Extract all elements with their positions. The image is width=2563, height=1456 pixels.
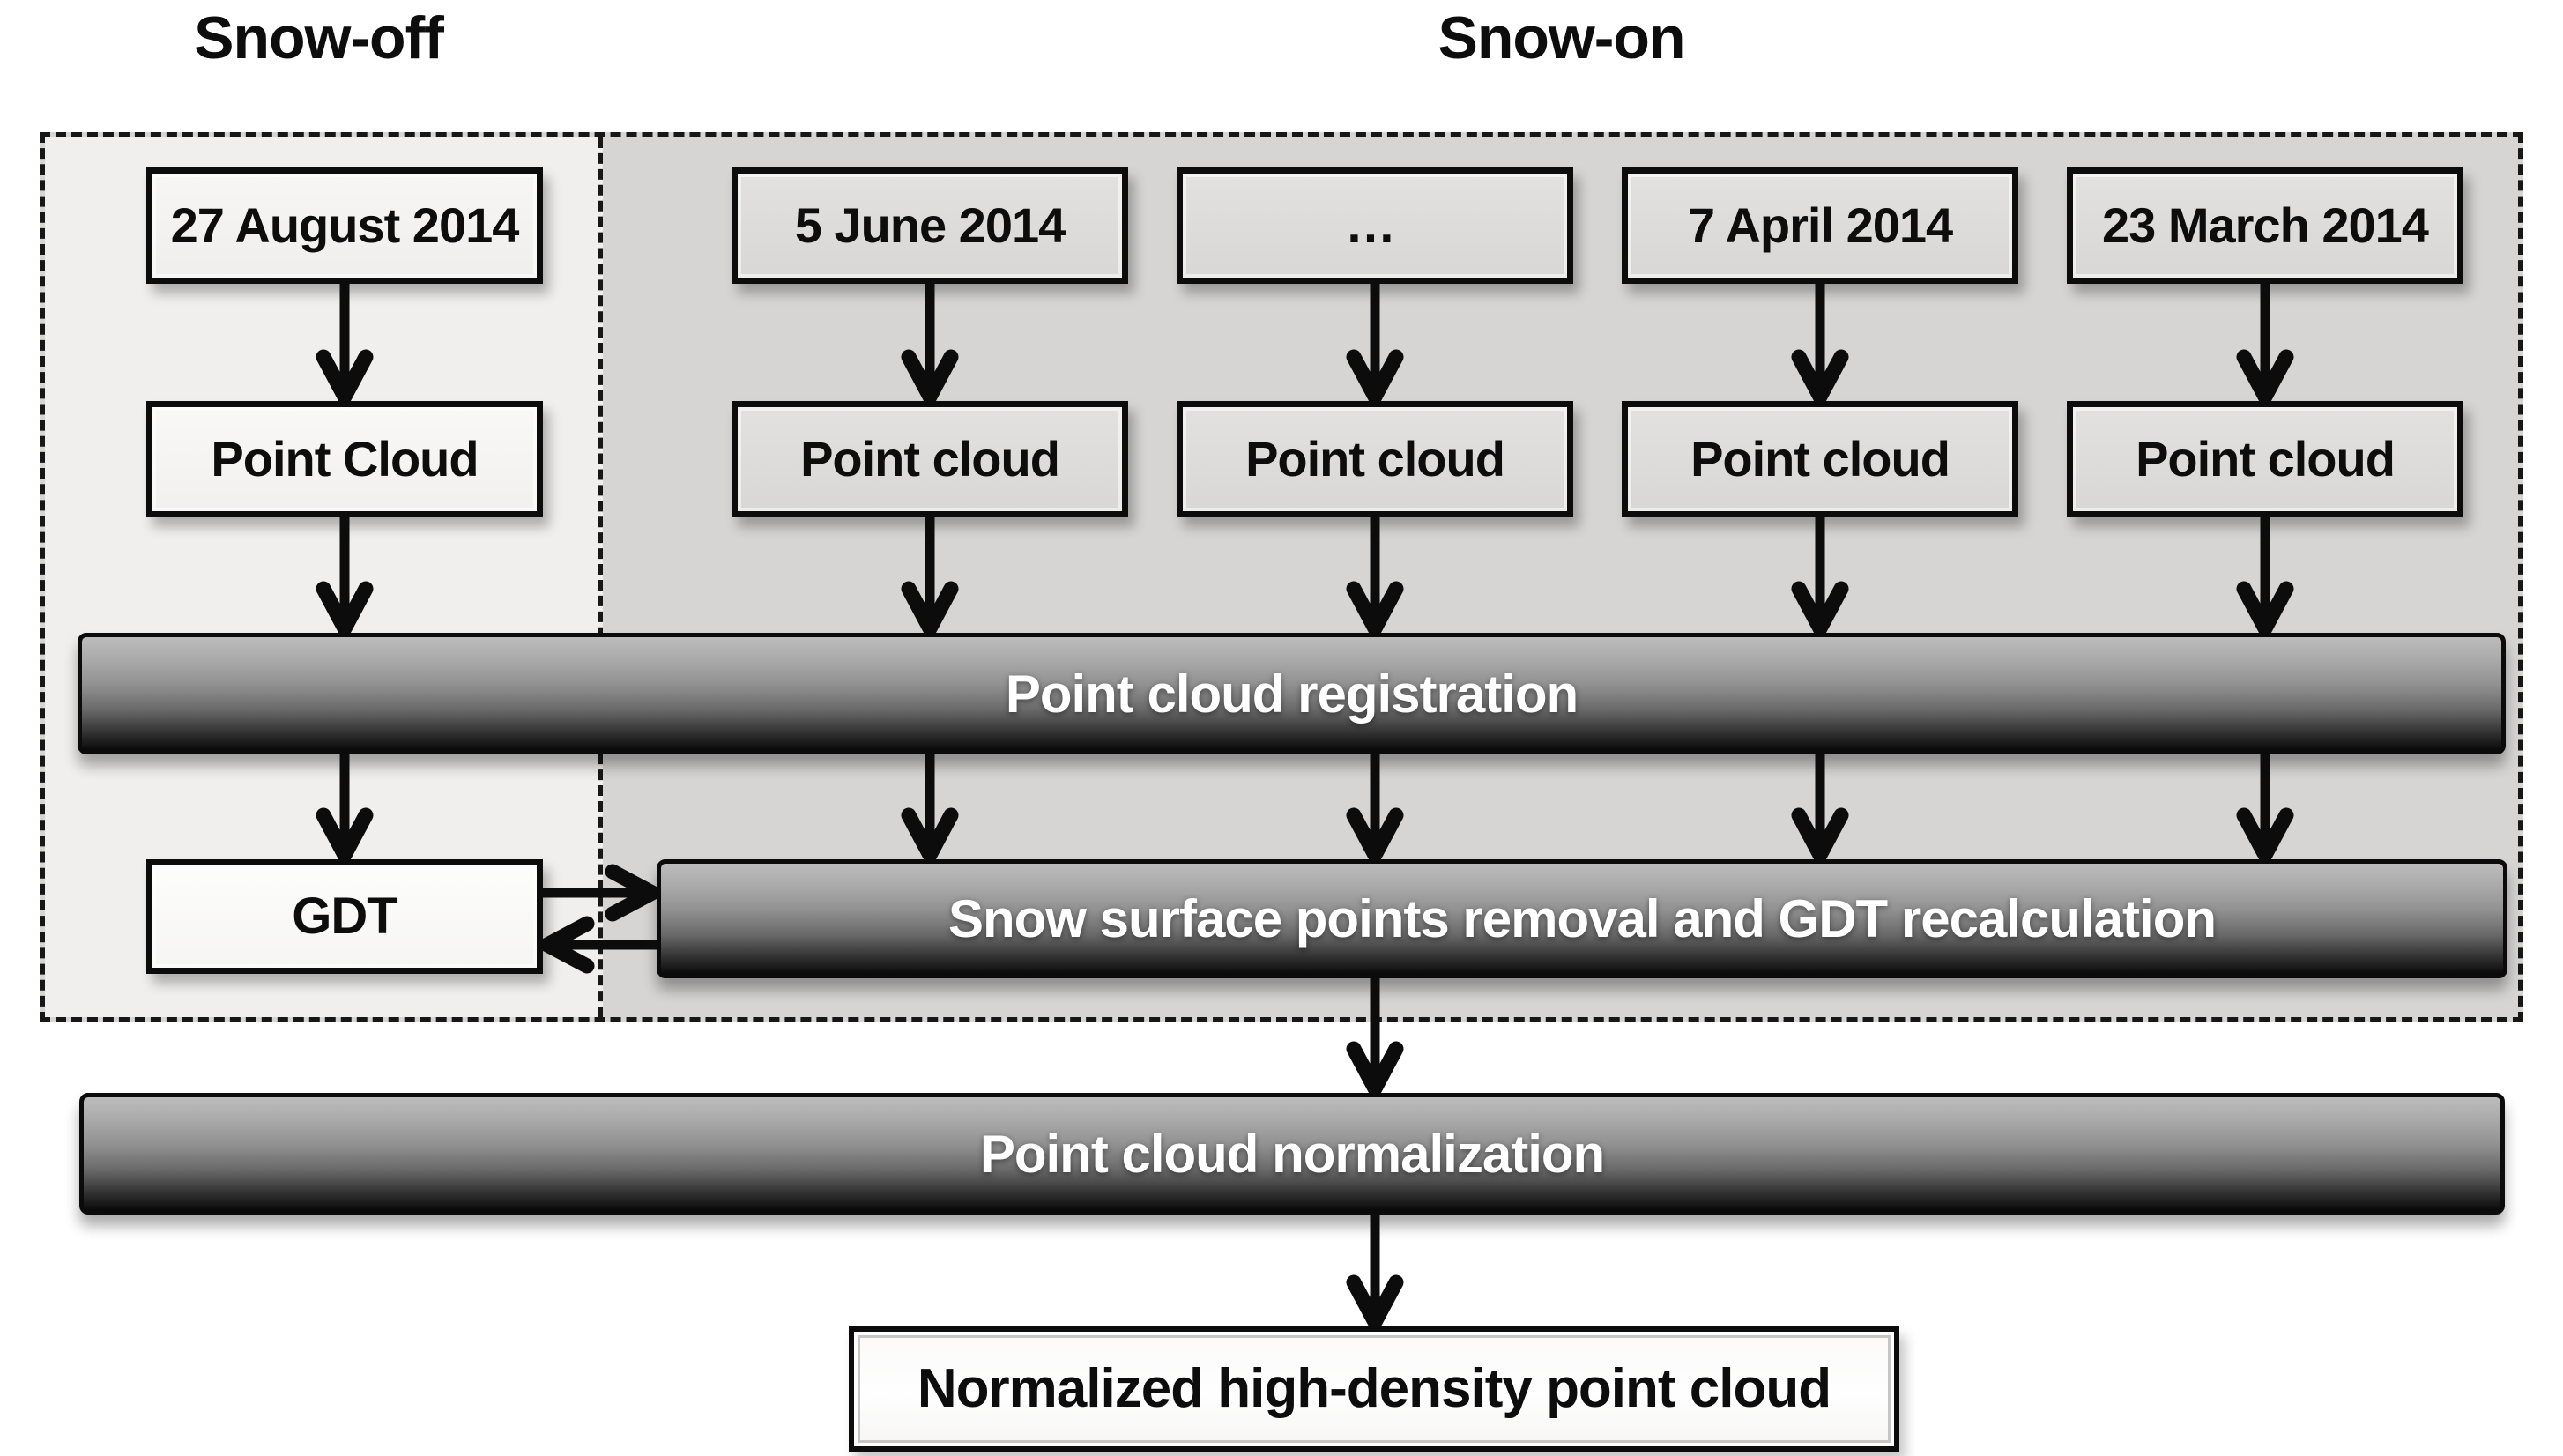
arrow-date-to-cloud-1 — [314, 284, 375, 401]
arrow-date-to-cloud-2 — [899, 284, 961, 401]
point-cloud-box-snow-off: Point Cloud — [146, 401, 543, 517]
bar-snow-surface-removal: Snow surface points removal and GDT reca… — [657, 859, 2507, 978]
date-box-ellipsis: … — [1177, 167, 1573, 284]
arrow-registration-to-removal-4 — [2234, 754, 2296, 859]
arrow-cloud-to-registration-5 — [2234, 517, 2296, 633]
arrow-removal-to-gdt — [543, 914, 657, 976]
arrow-date-to-cloud-3 — [1344, 284, 1406, 401]
date-box-snow-off: 27 August 2014 — [146, 167, 543, 284]
arrow-cloud-to-registration-1 — [314, 517, 375, 633]
arrow-cloud-to-registration-3 — [1344, 517, 1406, 633]
gdt-box: GDT — [146, 859, 543, 974]
arrow-date-to-cloud-5 — [2234, 284, 2296, 401]
date-box-7-april: 7 April 2014 — [1622, 167, 2018, 284]
point-cloud-box-4: Point cloud — [2067, 401, 2463, 517]
arrow-date-to-cloud-4 — [1789, 284, 1851, 401]
arrow-cloud-to-registration-4 — [1789, 517, 1851, 633]
bar-point-cloud-normalization: Point cloud normalization — [79, 1093, 2505, 1215]
snow-off-title: Snow-off — [194, 4, 444, 71]
date-box-5-june: 5 June 2014 — [732, 167, 1128, 284]
point-cloud-box-2: Point cloud — [1177, 401, 1573, 517]
snow-on-title: Snow-on — [1438, 4, 1685, 71]
point-cloud-box-3: Point cloud — [1622, 401, 2018, 517]
arrow-registration-to-removal-1 — [899, 754, 961, 859]
arrow-normalization-to-output — [1344, 1215, 1406, 1326]
arrow-gdt-to-removal — [543, 862, 657, 924]
arrow-registration-to-gdt — [314, 754, 375, 859]
output-box-normalized-point-cloud: Normalized high-density point cloud — [849, 1326, 1899, 1452]
arrow-cloud-to-registration-2 — [899, 517, 961, 633]
point-cloud-box-1: Point cloud — [732, 401, 1128, 517]
arrow-registration-to-removal-3 — [1789, 754, 1851, 859]
date-box-23-march: 23 March 2014 — [2067, 167, 2463, 284]
arrow-registration-to-removal-2 — [1344, 754, 1406, 859]
arrow-removal-to-normalization — [1344, 978, 1406, 1093]
bar-point-cloud-registration: Point cloud registration — [78, 633, 2506, 754]
